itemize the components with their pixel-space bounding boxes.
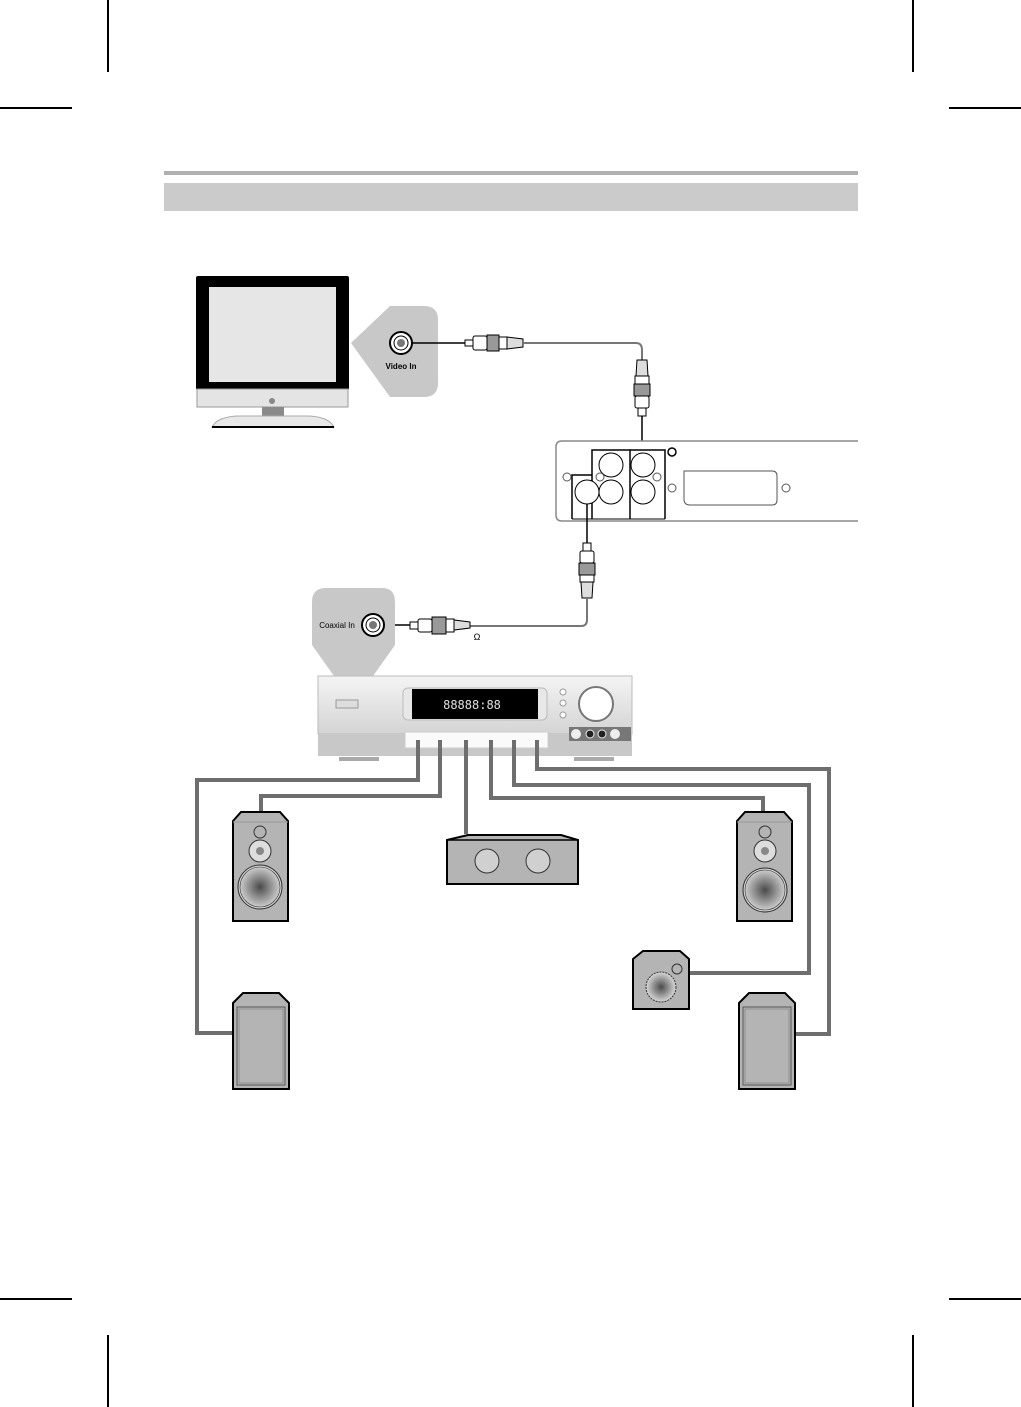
rca-plug-horizontal — [465, 335, 523, 351]
tv — [196, 276, 349, 427]
rca-plug-horizontal — [410, 617, 470, 634]
coaxial-out-jack[interactable] — [575, 480, 599, 504]
dvd-jack — [631, 480, 655, 504]
coaxial-in-callout: Coaxial In — [312, 588, 395, 676]
tv-power-led — [269, 398, 275, 404]
dvd-jack — [599, 480, 623, 504]
speaker-terminal-block — [405, 732, 548, 748]
front-right-speaker — [737, 812, 792, 921]
volume-knob[interactable] — [579, 687, 613, 721]
tv-stand — [212, 416, 334, 427]
receiver-display-text: 88888:88 — [443, 698, 501, 712]
surround-right-speaker — [739, 993, 795, 1089]
dvd-player-rear-panel — [556, 441, 858, 521]
scart-connector — [684, 471, 777, 505]
receiver-power-button[interactable] — [336, 700, 358, 708]
tv-screen — [209, 287, 336, 382]
av-receiver: 88888:88 — [318, 676, 632, 761]
center-speaker — [447, 835, 578, 884]
coaxial-cable: Ω — [383, 504, 595, 642]
video-in-callout: Video In — [351, 306, 438, 397]
subwoofer — [633, 951, 689, 1009]
rca-plug-vertical — [634, 360, 650, 416]
coaxial-in-label: Coaxial In — [319, 621, 355, 630]
front-left-speaker — [233, 812, 288, 921]
speaker-wires — [197, 740, 829, 1034]
tv-base-panel — [197, 389, 348, 407]
rca-plug-vertical — [579, 543, 595, 598]
video-in-label: Video In — [386, 362, 417, 371]
wire-surround-left — [197, 740, 418, 1033]
surround-left-speaker — [233, 993, 289, 1089]
cable-impedance-label: Ω — [474, 632, 481, 642]
video-out-jack[interactable] — [631, 453, 655, 477]
